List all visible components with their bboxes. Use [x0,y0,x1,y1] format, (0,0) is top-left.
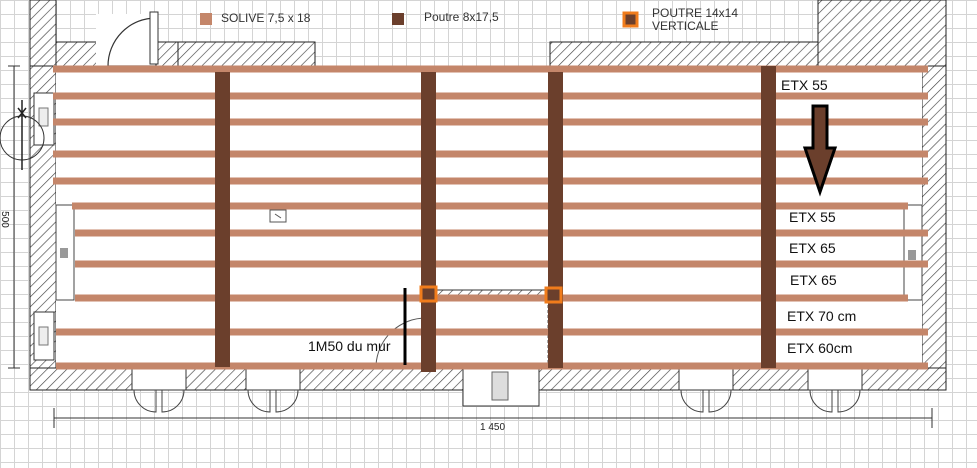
legend-swatch-poutre [392,13,404,25]
legend-solive-label: SOLIVE 7,5 x 18 [221,11,311,25]
joist [53,118,928,126]
legend-poutre-verticale-line1: POUTRE 14x14 [652,6,739,20]
joist [56,362,928,370]
wall-top-right-corner [817,0,947,67]
width-dimension: 1 450 [480,422,506,433]
wall-top-left [29,0,57,67]
joist [72,202,908,210]
direction-arrow-icon [802,104,838,197]
beams [215,66,776,372]
dimension-lines [8,65,933,428]
beam [215,72,230,367]
post-left [419,285,438,303]
joist [75,229,928,237]
inner-floor [56,66,922,368]
spacing-label: ETX 65 [789,240,836,256]
switch-icon [269,209,287,223]
joist [53,177,928,185]
spacing-label: ETX 65 [790,272,837,288]
spacing-label: ETX 60cm [787,340,853,356]
spacing-label: ETX 55 [789,209,836,225]
joist [53,150,928,158]
spacing-label: ETX 55 [781,77,828,93]
joist [53,92,928,100]
wall-top-right [549,41,824,67]
door-top [96,11,159,67]
legend-poutre-verticale-line2: VERTICALE [652,19,719,33]
joist [75,260,928,268]
beam [761,66,776,368]
joists [53,65,928,370]
legend-swatch-poutre-verticale [622,11,639,28]
spacing-label: ETX 70 cm [787,308,857,324]
post-right [544,286,563,304]
wall-right [921,65,947,369]
legend-poutre-verticale-label: POUTRE 14x14 VERTICALE [652,7,738,33]
north-arrow-icon [0,100,45,170]
joist [56,328,928,336]
wall-top-middle [177,41,316,67]
bottom-openings [131,367,863,413]
joist [53,65,928,73]
distance-annotation: 1M50 du mur [308,338,391,354]
height-dimension: 500 [0,211,10,228]
legend-poutre-label: Poutre 8x17,5 [424,10,499,24]
beam [421,72,436,372]
vertical-posts [419,285,563,304]
joist [75,294,908,302]
legend-swatch-solive [200,13,212,25]
beam [548,72,563,368]
